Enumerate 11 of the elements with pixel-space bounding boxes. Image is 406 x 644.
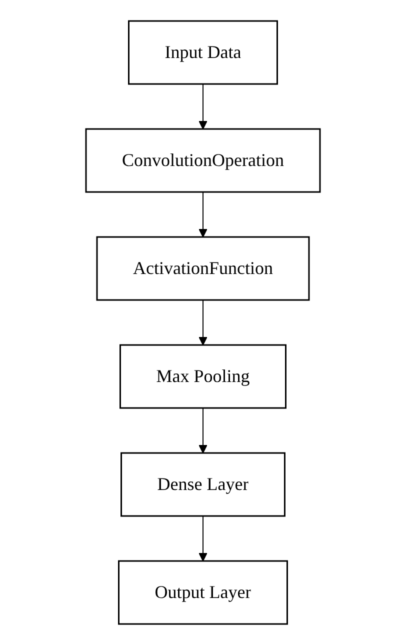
arrow: [198, 83, 208, 129]
node-box: Output Layer: [118, 560, 288, 624]
arrow: [198, 191, 208, 237]
node-box: ActivationFunction: [96, 236, 310, 300]
node-box: Dense Layer: [120, 452, 286, 516]
node-box: ConvolutionOperation: [85, 128, 321, 192]
arrow: [198, 407, 208, 453]
arrow: [198, 299, 208, 345]
node-box: Max Pooling: [119, 344, 286, 408]
arrow: [198, 515, 208, 561]
node-box: Input Data: [128, 20, 278, 84]
